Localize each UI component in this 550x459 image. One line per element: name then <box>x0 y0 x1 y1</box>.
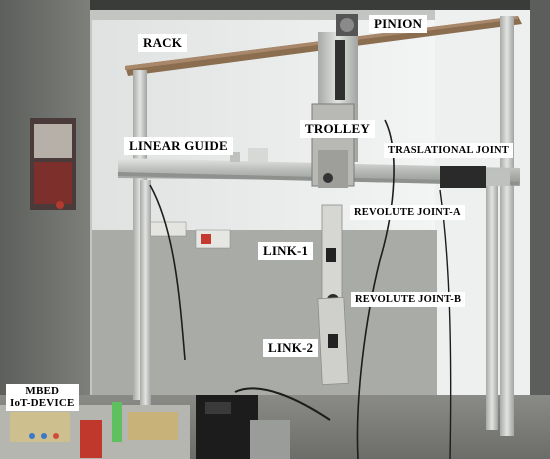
label-link-1: LINK-1 <box>258 242 314 260</box>
label-pinion: PINION <box>369 15 428 33</box>
left-wall <box>0 0 90 459</box>
label-traslational-joint: TRASLATIONAL JOINT <box>384 143 513 159</box>
label-rack: RACK <box>138 34 188 52</box>
label-revolute-joint-b: REVOLUTE JOINT-B <box>351 292 466 308</box>
label-trolley: TROLLEY <box>300 120 375 138</box>
label-mbed-line1: MBED <box>25 385 60 397</box>
label-link-2: LINK-2 <box>263 339 319 357</box>
right-post <box>500 16 514 436</box>
label-mbed-iot-device: MBED IoT-DEVICE <box>6 384 79 412</box>
label-revolute-joint-a: REVOLUTE JOINT-A <box>350 205 465 221</box>
label-mbed-line2: IoT-DEVICE <box>10 396 75 409</box>
drive-motor <box>440 166 486 188</box>
label-linear-guide: LINEAR GUIDE <box>124 137 233 155</box>
